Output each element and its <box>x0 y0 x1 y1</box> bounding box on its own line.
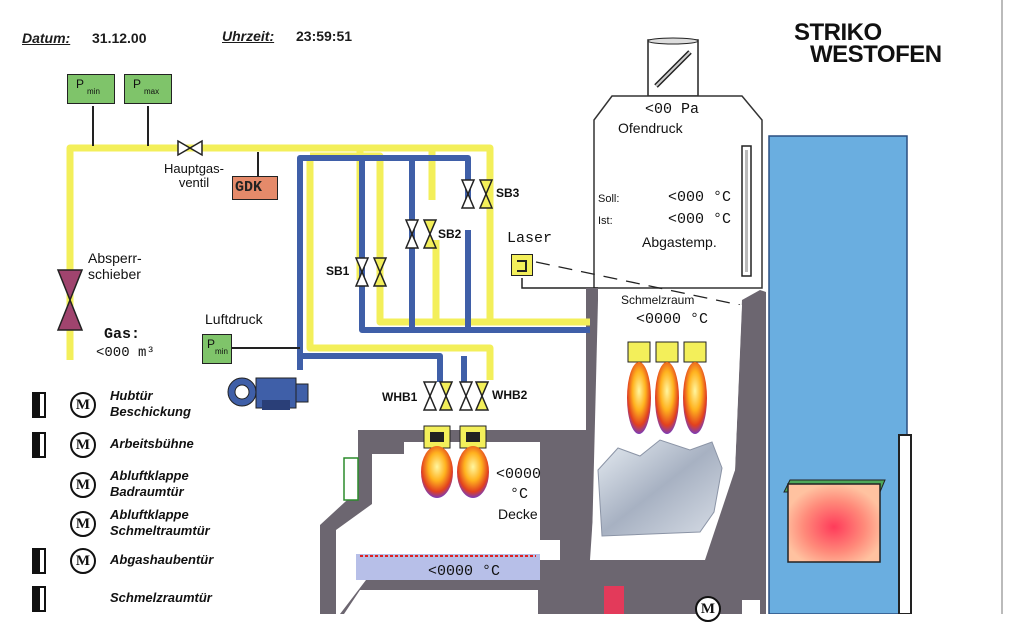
melt-room-temp: <0000 °C <box>636 311 709 328</box>
air-pmin-sensor[interactable]: P min <box>202 334 232 364</box>
legend: M Hubtür Beschickung M Arbeitsbühne M Ab… <box>32 388 292 614</box>
flue-hood <box>593 95 763 289</box>
gas-pmax-sensor[interactable]: P max <box>124 74 172 104</box>
flue-temp-label: Abgastemp. <box>642 234 717 250</box>
legend-label: Abluftklappe Badraumtür <box>110 468 189 499</box>
company-logo: STRIKO WESTOFEN <box>794 19 942 68</box>
motor-icon: M <box>70 472 96 498</box>
logo-line1: STRIKO <box>794 19 882 46</box>
laser-sensor[interactable] <box>511 254 533 276</box>
logo-line2: WESTOFEN <box>810 41 942 68</box>
ceiling-label: Decke <box>498 506 538 522</box>
bottom-door <box>604 586 624 614</box>
time-value: 23:59:51 <box>296 28 353 44</box>
motor-icon: M <box>70 511 96 537</box>
gas-pmin-sub: min <box>87 87 100 96</box>
flue-soll-label: Soll: <box>598 193 620 205</box>
sb2-label: SB2 <box>438 227 462 241</box>
door-icon <box>32 392 46 418</box>
air-pmin-sub: min <box>215 347 228 356</box>
gas-pmax-sub: max <box>144 87 160 96</box>
air-pressure-label: Luftdruck <box>205 311 263 327</box>
bath-level <box>356 554 540 580</box>
time-label: Uhrzeit: <box>222 28 275 44</box>
main-gas-valve <box>177 139 203 157</box>
sb3-label: SB3 <box>496 186 520 200</box>
gas-pmax-p: P <box>133 77 142 91</box>
ceiling-temp-unit: °C <box>510 486 529 503</box>
heated-block <box>787 483 881 563</box>
door-icon <box>32 586 46 612</box>
gas-pmin-sensor[interactable]: P min <box>67 74 115 104</box>
air-blower <box>227 377 309 410</box>
legend-label: Abgashaubentür <box>110 552 214 567</box>
flue-ist-value: <000 °C <box>668 211 732 228</box>
bath-door <box>343 457 359 501</box>
bath-burners <box>421 425 489 498</box>
gas-pmin-p: P <box>76 77 85 91</box>
gas-label: Gas: <box>104 326 141 343</box>
melt-chamber-walls <box>538 288 766 614</box>
date-value: 31.12.00 <box>92 30 147 46</box>
motor-icon: M <box>70 548 96 574</box>
bottom-motor-icon[interactable]: M <box>695 596 721 622</box>
legend-label: Hubtür Beschickung <box>110 388 191 419</box>
flue-soll-value: <000 °C <box>668 189 732 206</box>
motor-icon: M <box>70 392 96 418</box>
bath-temp-value: <0000 °C <box>428 563 501 580</box>
furnace-pressure-value: <00 Pa <box>645 101 700 118</box>
charge-material <box>597 439 723 537</box>
flue-ist-label: Ist: <box>598 215 613 227</box>
date-label: Datum: <box>22 30 71 46</box>
gdk-label: GDK <box>235 179 263 196</box>
melt-burners <box>627 341 707 434</box>
melt-room-label: Schmelzraum <box>621 293 695 307</box>
door-icon <box>32 432 46 458</box>
gdk-box[interactable]: GDK <box>232 176 278 200</box>
bath-temp-label: Badtemperatur <box>424 595 497 607</box>
whb2-label: WHB2 <box>492 388 528 402</box>
shutoff-valve <box>56 269 84 331</box>
door-icon <box>32 548 46 574</box>
whb1-label: WHB1 <box>382 390 418 404</box>
furnace-pressure-label: Ofendruck <box>618 120 683 136</box>
right-border-line <box>1001 0 1003 614</box>
shutoff-valve-label: Absperr- schieber <box>88 250 142 282</box>
legend-label: Schmelzraumtür <box>110 590 212 605</box>
side-post <box>898 434 912 614</box>
ceiling-temp-value: <0000 <box>496 466 542 483</box>
air-pmin-p: P <box>207 337 216 351</box>
legend-label: Arbeitsbühne <box>110 436 194 451</box>
motor-icon: M <box>70 432 96 458</box>
laser-label: Laser <box>507 230 553 247</box>
gas-volume-value: <000 m³ <box>96 345 155 361</box>
main-valve-label: Hauptgas- ventil <box>164 161 224 190</box>
sb1-label: SB1 <box>326 264 350 278</box>
legend-label: Abluftklappe Schmeltraumtür <box>110 507 210 538</box>
